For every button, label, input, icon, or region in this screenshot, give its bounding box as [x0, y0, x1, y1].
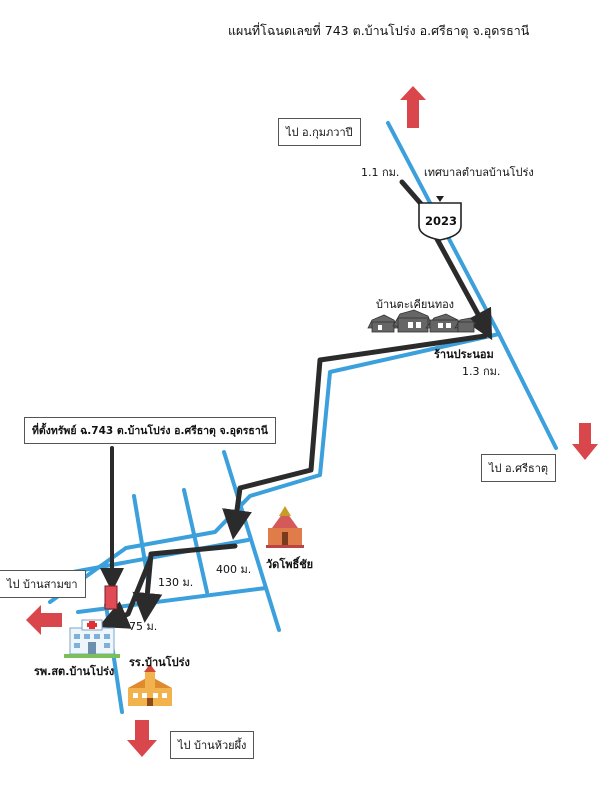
- property-marker-icon: [104, 585, 118, 610]
- temple-label: วัดโพธิ์ชัย: [266, 558, 314, 571]
- distance-label: 400 ม.: [216, 563, 252, 576]
- houses-icon: [367, 309, 477, 333]
- destination-north: ไป อ.กุมภวาปี: [278, 118, 361, 146]
- arrow-down-icon: [127, 720, 157, 757]
- vertical-road-1: [222, 450, 281, 632]
- destination-west: ไป บ้านสามขา: [0, 570, 86, 598]
- municipality-label: เทศบาลตำบลบ้านโปร่ง: [424, 166, 534, 179]
- school-label: รร.บ้านโปร่ง: [129, 656, 190, 669]
- hospital-icon: [64, 619, 120, 658]
- route-segment-highway: [434, 236, 493, 341]
- arrow-up-icon: [400, 86, 426, 128]
- main-road: [124, 332, 501, 550]
- school-icon: [128, 664, 172, 706]
- route-path: [98, 179, 493, 629]
- route-segment-main: [222, 333, 488, 540]
- direction-arrows: [26, 86, 598, 757]
- vertical-road-2: [182, 488, 209, 594]
- destination-southeast: ไป อ.ศรีธาตุ: [481, 454, 557, 482]
- road-number-label: 2023: [425, 214, 458, 228]
- shop-label: ร้านประนอม: [434, 348, 494, 361]
- arrow-down-icon: [572, 423, 598, 460]
- arrow-left-icon: [26, 605, 62, 635]
- distance-label: 75 ม.: [129, 620, 158, 633]
- village-label: บ้านตะเคียนทอง: [376, 298, 455, 311]
- distance-label: 1.3 กม.: [462, 365, 501, 378]
- distance-label: 130 ม.: [158, 576, 194, 589]
- route-segment-west: [132, 543, 238, 623]
- property-label: ที่ตั้งทรัพย์ ฉ.743 ต.บ้านโปร่ง อ.ศรีธาต…: [24, 417, 276, 444]
- map-title: แผนที่โฉนดเลขที่ 743 ต.บ้านโปร่ง อ.ศรีธา…: [228, 23, 530, 38]
- route-segment-last: [98, 557, 153, 629]
- highway-shield-icon: [418, 196, 462, 241]
- temple-icon: [266, 506, 304, 548]
- destination-south: ไป บ้านห้วยผึ้ง: [170, 731, 255, 759]
- distance-label: 1.1 กม.: [361, 166, 400, 179]
- route-segment-north: [399, 179, 425, 208]
- hospital-label: รพ.สต.บ้านโปร่ง: [34, 665, 115, 678]
